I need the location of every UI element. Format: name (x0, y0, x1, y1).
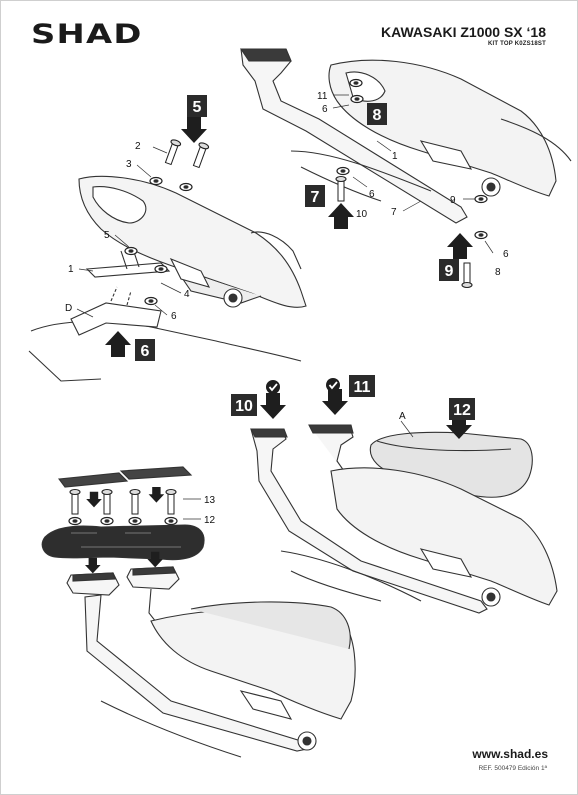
panel-step-13 (41, 466, 356, 758)
svg-text:7: 7 (311, 189, 320, 206)
step-box-11: 11 (349, 375, 375, 397)
callout-label: 9 (450, 195, 456, 206)
svg-text:9: 9 (445, 263, 454, 280)
step-box-7: 7 (305, 185, 325, 207)
step-box-6: 6 (135, 339, 155, 361)
model-title: KAWASAKI Z1000 SX ‘18 (381, 24, 546, 40)
step-box-10: 10 (231, 394, 257, 416)
panel-4-callouts: 13 12 (204, 495, 216, 526)
website-url[interactable]: www.shad.es (472, 747, 548, 761)
callout-label: 1 (68, 264, 74, 275)
reference-number: REF. 500479 Edición 1ª (478, 765, 547, 772)
panel-3-callouts: A (399, 411, 406, 422)
svg-text:5: 5 (193, 99, 202, 116)
kit-reference: KIT TOP K0ZS18ST (488, 41, 546, 47)
svg-text:6: 6 (141, 343, 150, 360)
callout-label: 2 (135, 141, 141, 152)
callout-label: 7 (391, 207, 397, 218)
panel-2-callouts: 11 6 1 6 10 7 9 6 8 (317, 91, 509, 278)
brand-logo: SHAD (31, 19, 143, 50)
panel-step-10-11-12 (250, 420, 558, 614)
panel-1-callouts: 2 3 5 1 4 D 6 (65, 141, 190, 322)
callout-label: 1 (392, 151, 398, 162)
callout-label: 3 (126, 159, 132, 170)
callout-label: 13 (204, 495, 216, 506)
callout-label: 4 (184, 289, 190, 300)
step-box-8: 8 (367, 103, 387, 125)
callout-label: 6 (369, 189, 375, 200)
step-box-9: 9 (439, 259, 459, 281)
callout-label: 5 (104, 230, 110, 241)
panel-step-5-6 (28, 138, 307, 382)
svg-text:8: 8 (373, 107, 382, 124)
svg-text:10: 10 (235, 398, 253, 415)
svg-text:11: 11 (354, 379, 371, 396)
callout-label: A (399, 411, 406, 422)
callout-label: 11 (317, 91, 328, 102)
panel-step-7-8-9 (239, 48, 572, 289)
callout-label: D (65, 303, 72, 314)
callout-label: 6 (322, 104, 328, 115)
callout-label: 8 (495, 267, 501, 278)
callout-label: 10 (356, 209, 368, 220)
step-box-12: 12 (449, 398, 475, 420)
svg-text:12: 12 (453, 402, 471, 419)
step-box-5: 5 (187, 95, 207, 117)
callout-label: 6 (171, 311, 177, 322)
callout-label: 6 (503, 249, 509, 260)
callout-label: 12 (204, 515, 216, 526)
